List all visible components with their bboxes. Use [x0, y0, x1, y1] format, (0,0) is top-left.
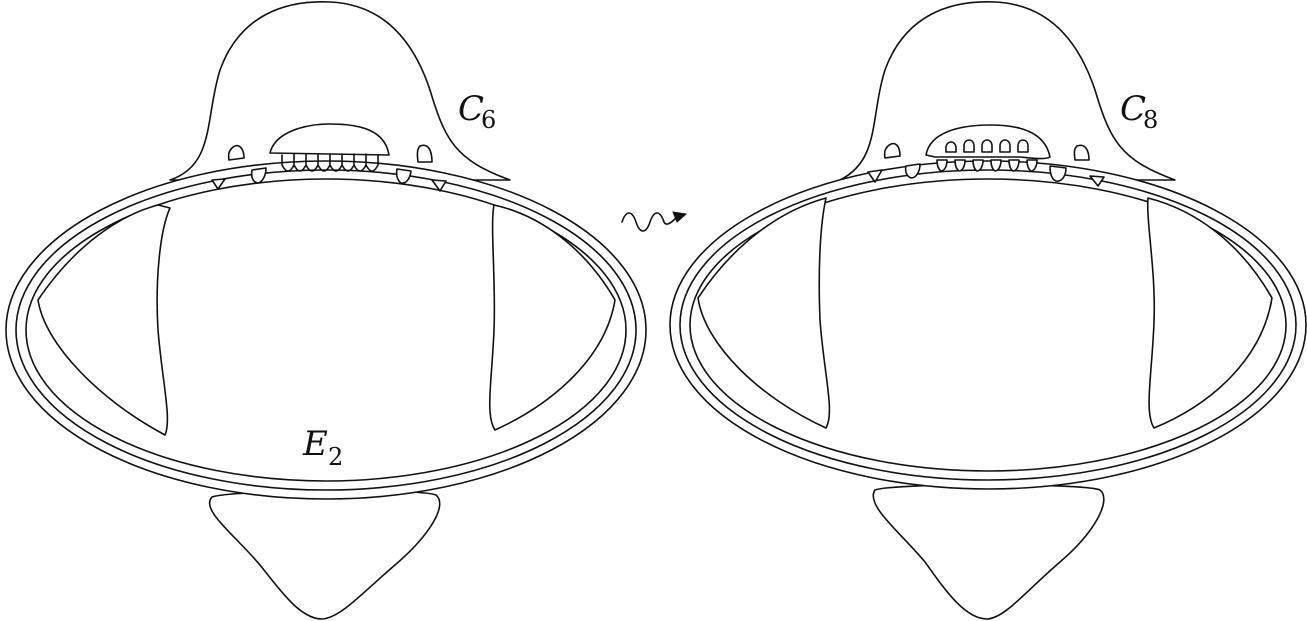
- right-bottom-lobe: [873, 485, 1104, 619]
- label-c6: C 6: [458, 89, 496, 134]
- left-bottom-lobe: [210, 491, 440, 619]
- label-c8-sub: 8: [1143, 106, 1158, 134]
- label-e2-main: E: [302, 424, 328, 464]
- left-figure: [6, 2, 646, 619]
- label-c6-sub: 6: [481, 106, 496, 134]
- squiggle-arrow-icon: [622, 212, 686, 231]
- label-e2-sub: 2: [328, 443, 343, 471]
- label-c8: C 8: [1120, 89, 1158, 134]
- right-figure: [670, 2, 1306, 619]
